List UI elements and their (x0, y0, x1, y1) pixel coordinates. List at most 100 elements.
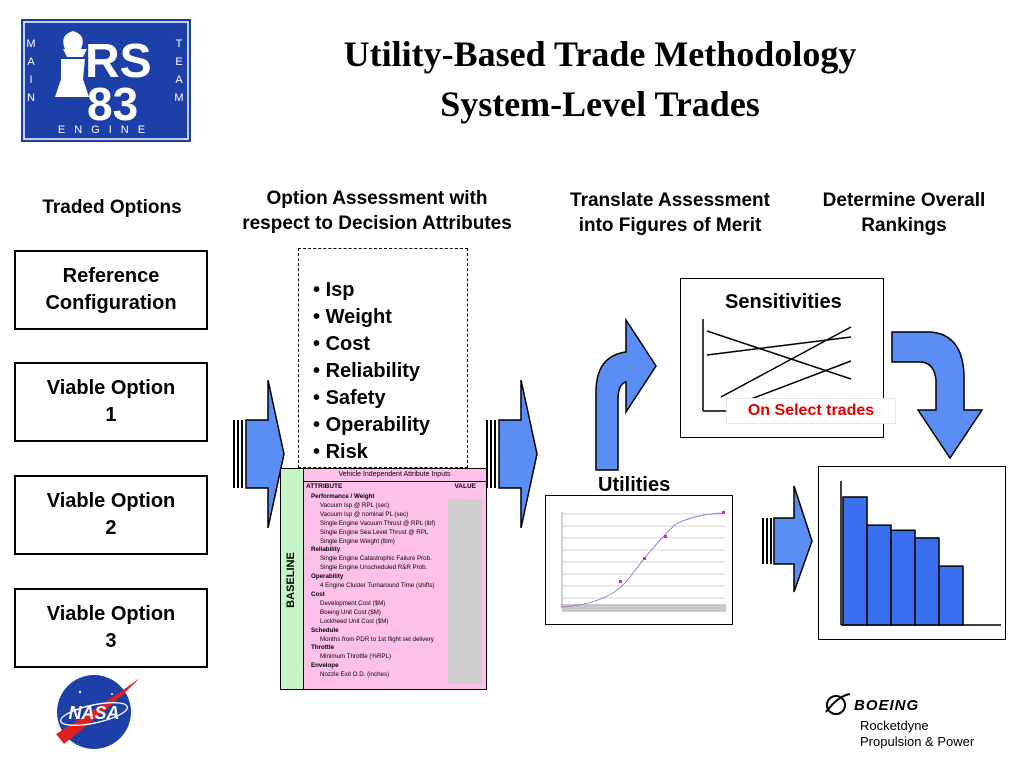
curved-up-arrow-icon (590, 312, 660, 472)
svg-text:A: A (27, 56, 35, 68)
form-row-label: Single Engine Sea Level Thrust @ RPL (320, 528, 429, 536)
option-label-line-1: Reference (62, 265, 160, 287)
form-row-label: Boeing Unit Cost ($M) (320, 608, 381, 616)
col-attribute: ATTRIBUTE (306, 483, 343, 490)
utilities-chart (545, 495, 733, 625)
title-line-1: Utility-Based Trade Methodology (343, 34, 857, 74)
form-section-heading: Performance / Weight (311, 493, 375, 500)
header-translate-line-1: Translate Assessment (570, 190, 770, 211)
header-traded-options-text: Traded Options (42, 197, 182, 218)
svg-text:BOEING: BOEING (854, 697, 919, 714)
baseline-label: BASELINE (285, 552, 297, 608)
page-title: Utility-Based Trade Methodology System-L… (215, 36, 985, 122)
rs83-logo: RS 83 M A I N T E A M ENGINE (21, 19, 191, 142)
header-rankings-line-2: Rankings (861, 215, 947, 236)
on-select-trades-note: On Select trades (726, 398, 896, 424)
boeing-logo: BOEING (824, 690, 964, 720)
option-label-line-2: 2 (105, 517, 117, 539)
form-row-label: Single Engine Catastrophic Failure Prob. (320, 555, 432, 563)
form-row-label: Lockheed Unit Cost ($M) (320, 617, 389, 625)
rocketdyne-line-1: Rocketdyne (860, 718, 929, 733)
form-section-heading: Operability (311, 573, 344, 581)
right-arrow-icon (230, 378, 286, 530)
value-column (448, 499, 482, 684)
form-column-headers: ATTRIBUTE VALUE (303, 482, 486, 492)
svg-text:N: N (27, 92, 35, 104)
header-assessment: Option Assessment with respect to Decisi… (212, 186, 542, 236)
form-row-label: Development Cost ($M) (320, 599, 386, 607)
option-label-line-1: Viable Option (46, 490, 176, 512)
rocketdyne-text: Rocketdyne Propulsion & Power (860, 718, 974, 750)
svg-text:ENGINE: ENGINE (58, 124, 154, 136)
option-box-viable-1: Viable Option 1 (14, 362, 208, 442)
form-row-label: Single Engine Vacuum Thrust @ RPL (lbf) (320, 519, 436, 527)
form-row-label: Minimum Throttle (%RPL) (320, 653, 392, 661)
option-box-viable-2: Viable Option 2 (14, 475, 208, 555)
form-section-heading: Reliability (311, 546, 341, 554)
svg-text:M: M (26, 38, 35, 50)
attribute-item: Risk (313, 439, 430, 466)
ranking-bar (938, 565, 964, 626)
svg-text:NASA: NASA (68, 703, 119, 723)
attribute-item: Operability (313, 412, 430, 439)
svg-text:E: E (175, 56, 182, 68)
header-rankings-line-1: Determine Overall (822, 190, 986, 211)
on-select-trades-text: On Select trades (747, 402, 875, 419)
svg-text:A: A (175, 74, 183, 86)
option-label-line-1: Viable Option (46, 377, 176, 399)
svg-text:I: I (29, 74, 32, 86)
title-line-2: System-Level Trades (440, 84, 760, 124)
ranking-bar (866, 524, 892, 626)
attribute-item: Weight (313, 304, 430, 331)
form-section-heading: Envelope (311, 662, 339, 670)
header-assessment-line-1: Option Assessment with (266, 188, 488, 209)
attribute-item: Cost (313, 331, 430, 358)
form-row-label: Single Engine Unscheduled R&R Prob. (320, 564, 428, 572)
curved-down-arrow-icon (890, 328, 988, 462)
right-arrow-icon (483, 378, 539, 530)
option-box-viable-3: Viable Option 3 (14, 588, 208, 668)
ranking-bar (842, 496, 868, 626)
form-section-heading: Cost (311, 590, 325, 598)
form-row-label: Single Engine Weight (lbm) (320, 537, 395, 545)
decision-attributes-list: Isp Weight Cost Reliability Safety Opera… (313, 277, 430, 466)
right-arrow-icon (760, 484, 814, 594)
svg-text:T: T (176, 38, 183, 50)
ranking-bar (914, 537, 940, 626)
rankings-chart (818, 466, 1006, 640)
svg-text:M: M (174, 92, 183, 104)
header-translate-line-2: into Figures of Merit (578, 215, 762, 236)
option-label-line-2: Configuration (45, 292, 177, 314)
option-label-line-2: 1 (105, 404, 117, 426)
ranking-bar (890, 529, 916, 626)
form-row-label: Nozzle Exit O.D. (inches) (320, 671, 390, 679)
baseline-strip: BASELINE (281, 469, 304, 689)
form-row-label: 4 Engine Cluster Turnaround Time (shifts… (320, 582, 435, 590)
header-assessment-line-2: respect to Decision Attributes (242, 213, 512, 234)
col-value: VALUE (454, 483, 476, 490)
option-label-line-1: Viable Option (46, 603, 176, 625)
decision-attributes-box: Isp Weight Cost Reliability Safety Opera… (298, 248, 468, 468)
attribute-item: Safety (313, 385, 430, 412)
svg-text:RS: RS (85, 35, 152, 88)
attribute-input-form: BASELINE Vehicle Independent Attribute I… (280, 468, 487, 690)
option-label-line-2: 3 (105, 630, 117, 652)
form-row-label: Vacuum Isp @ nominal PL (sec) (320, 510, 409, 518)
form-row-label: Vacuum Isp @ RPL (sec) (320, 501, 390, 509)
header-translate: Translate Assessment into Figures of Mer… (545, 188, 795, 238)
form-header: Vehicle Independent Attribute Inputs (303, 469, 486, 482)
form-section-heading: Schedule (311, 626, 339, 634)
form-row-label: Months from PDR to 1st flight set delive… (320, 635, 434, 643)
attribute-item: Reliability (313, 358, 430, 385)
form-section-heading: Throttle (311, 644, 335, 652)
utilities-label: Utilities (598, 474, 671, 496)
header-traded-options: Traded Options (14, 195, 210, 220)
svg-text:83: 83 (87, 78, 138, 130)
rankings-bar-chart (840, 481, 1001, 626)
header-rankings: Determine Overall Rankings (800, 188, 1008, 238)
rocketdyne-line-2: Propulsion & Power (860, 734, 975, 749)
attribute-item: Isp (313, 277, 430, 304)
nasa-logo: NASA (52, 672, 144, 752)
